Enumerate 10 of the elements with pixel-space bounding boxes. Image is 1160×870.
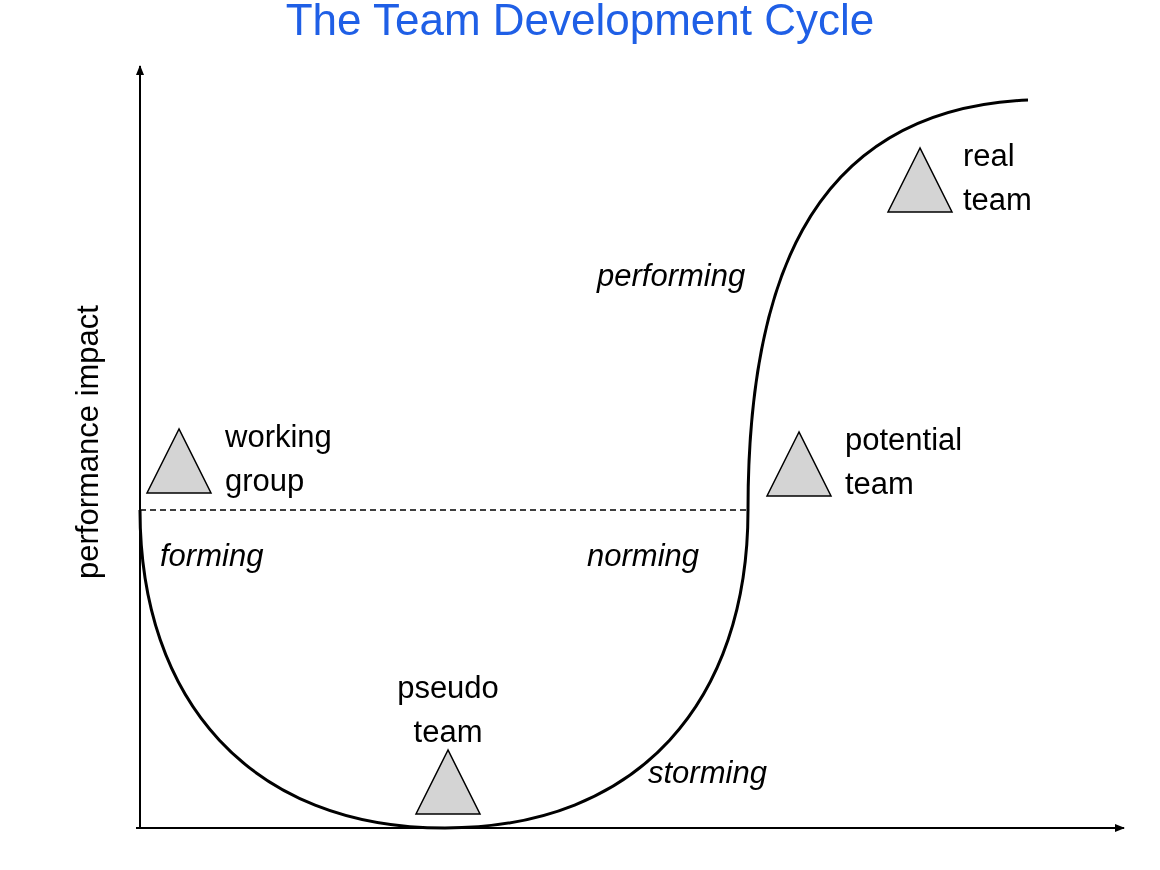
phase-label: performing (597, 257, 746, 295)
phase-label: storming (648, 754, 767, 792)
stage-label: pseudo team (396, 669, 500, 751)
stage-label: real team (963, 137, 1033, 219)
phase-label: forming (160, 537, 264, 575)
axis-title: performance impact (69, 304, 106, 581)
stage-label: working group (225, 418, 333, 500)
stage-label: potential team (845, 421, 964, 503)
title: The Team Development Cycle (284, 0, 876, 46)
phase-label: norming (587, 537, 699, 575)
